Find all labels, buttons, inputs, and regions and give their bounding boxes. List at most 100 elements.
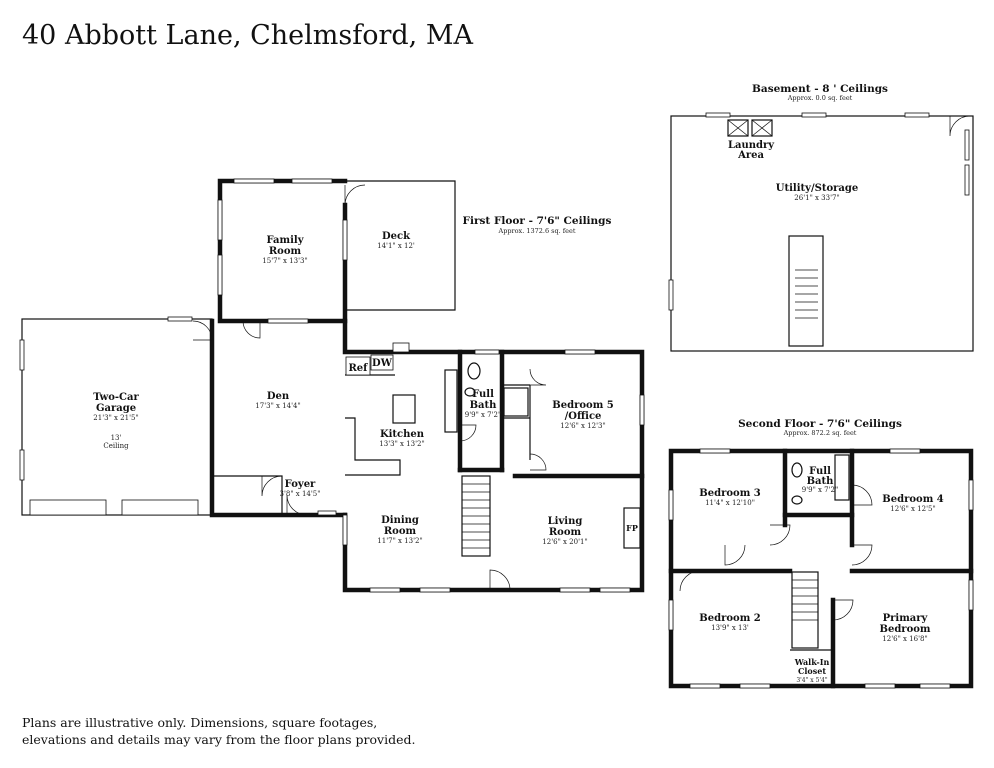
door-swing-icon <box>459 424 477 442</box>
basement-stairs <box>788 235 824 347</box>
walkin-closet-name-2: Closet <box>798 666 826 676</box>
first-bath-dims: 9'9" x 7'2" <box>465 411 502 419</box>
garage-ceiling-label: Ceiling <box>103 442 129 450</box>
page-title: 40 Abbott Lane, Chelmsford, MA <box>22 20 473 51</box>
main-house-walls <box>342 318 645 593</box>
primary-bedroom-dims: 12'6" x 16'8" <box>882 635 927 643</box>
first-floor-plan: First Floor - 7'6" Ceilings Approx. 1372… <box>19 178 645 593</box>
foyer-dims: 3'8" x 14'5" <box>280 490 321 498</box>
laundry-name-2: Area <box>737 150 764 161</box>
den-dims: 17'3" x 14'4" <box>255 402 300 410</box>
bedroom4-dims: 12'6" x 12'5" <box>890 505 935 513</box>
garage-name-2: Garage <box>96 403 136 414</box>
utility-dims: 26'1" x 33'7" <box>794 194 839 202</box>
dining-room-name: Dining <box>381 515 419 526</box>
den-name: Den <box>267 391 290 402</box>
bedroom4-name: Bedroom 4 <box>882 494 943 505</box>
door-swing-icon <box>679 570 701 592</box>
primary-bedroom-name: Primary <box>883 613 929 624</box>
door-swing-icon <box>832 599 854 621</box>
sink-icon <box>464 387 476 397</box>
living-room-name-2: Room <box>549 527 582 538</box>
kitchen-peninsula <box>345 417 401 476</box>
fp-label: FP <box>626 523 638 533</box>
toilet-icon <box>791 462 803 478</box>
second-floor-stairs <box>791 571 819 649</box>
basement-plan: Basement - 8 ' Ceilings Approx. 0.0 sq. … <box>668 83 974 352</box>
foyer-name: Foyer <box>285 479 316 490</box>
dining-room-dims: 11'7" x 13'2" <box>377 537 422 545</box>
first-floor-area: Approx. 1372.6 sq. feet <box>498 227 576 235</box>
deck-name: Deck <box>382 231 411 242</box>
door-swing-icon <box>344 184 366 206</box>
ref-label: Ref <box>349 363 369 374</box>
door-swing-icon <box>529 368 547 386</box>
first-bath-name-2: Bath <box>470 400 498 411</box>
primary-bedroom-name-2: Bedroom <box>880 624 931 635</box>
toilet-icon <box>467 362 481 380</box>
living-room-name: Living <box>548 516 583 527</box>
bedroom3-dims: 11'4" x 12'10" <box>705 499 755 507</box>
first-floor-label: First Floor - 7'6" Ceilings <box>463 215 612 227</box>
door-swing-icon <box>261 475 283 497</box>
walkin-closet-dims: 3'4" x 5'4" <box>796 677 828 684</box>
door-swing-icon <box>724 544 746 566</box>
bedroom5-name: Bedroom 5 <box>552 400 613 411</box>
deck-dims: 14'1" x 12' <box>377 242 415 250</box>
door-swing-icon <box>242 320 261 339</box>
first-bath-name: Full <box>472 389 494 400</box>
second-floor-area: Approx. 872.2 sq. feet <box>783 429 857 437</box>
fireplace <box>623 507 641 549</box>
door-swing-icon <box>769 524 791 546</box>
door-swing-icon <box>851 544 873 566</box>
second-floor-outline <box>668 448 974 689</box>
second-bath-name: Full <box>809 466 831 477</box>
door-swing-icon <box>286 494 308 516</box>
door-swing-icon <box>192 320 213 341</box>
garage-name: Two-Car <box>93 392 139 403</box>
foyer-walls <box>212 475 283 515</box>
family-room-name: Family <box>266 235 304 246</box>
kitchen-dims: 13'3" x 13'2" <box>379 440 424 448</box>
second-floor-plan: Second Floor - 7'6" Ceilings Approx. 872… <box>668 418 974 689</box>
basement-outline <box>670 115 974 352</box>
door-swing-icon <box>949 115 971 137</box>
second-bath-dims: 9'9" x 7'2" <box>802 486 839 494</box>
washer-icon <box>727 119 749 137</box>
garage-ceiling-height: 13' <box>111 434 122 442</box>
kitchen-name: Kitchen <box>380 429 425 440</box>
laundry-name: Laundry <box>728 140 775 151</box>
second-floor-label: Second Floor - 7'6" Ceilings <box>738 418 902 430</box>
dryer-icon <box>751 119 773 137</box>
door-swing-icon <box>851 484 873 506</box>
basement-label: Basement - 8 ' Ceilings <box>752 83 888 95</box>
bathtub-icon <box>834 454 850 501</box>
dw-box <box>370 354 394 371</box>
kitchen-island <box>392 394 416 424</box>
kitchen-counter <box>444 369 458 433</box>
shower-icon <box>503 387 529 417</box>
family-room-name-2: Room <box>269 246 302 257</box>
living-room-dims: 12'6" x 20'1" <box>542 538 587 546</box>
deck-outline <box>345 180 456 311</box>
utility-name: Utility/Storage <box>776 183 858 194</box>
bedroom2-name: Bedroom 2 <box>699 613 760 624</box>
disclaimer-line-1: Plans are illustrative only. Dimensions,… <box>22 715 377 730</box>
dining-room-name-2: Room <box>384 526 417 537</box>
den-walls <box>209 318 348 518</box>
door-swing-icon <box>529 453 547 471</box>
disclaimer-line-2: elevations and details may vary from the… <box>22 732 415 747</box>
ref-box <box>345 356 371 376</box>
dw-label: DW <box>372 358 393 369</box>
walkin-closet-name: Walk-In <box>794 657 830 667</box>
family-room-dims: 15'7" x 13'3" <box>262 257 307 265</box>
bedroom3-name: Bedroom 3 <box>699 488 760 499</box>
garage-door <box>29 499 107 516</box>
garage-door <box>121 499 199 516</box>
basement-area: Approx. 0.0 sq. feet <box>787 94 853 102</box>
bedroom2-dims: 13'9" x 13' <box>711 624 749 632</box>
garage-dims: 21'3" x 21'5" <box>93 414 138 422</box>
bedroom5-dims: 12'6" x 12'3" <box>560 422 605 430</box>
door-swing-icon <box>489 569 511 591</box>
